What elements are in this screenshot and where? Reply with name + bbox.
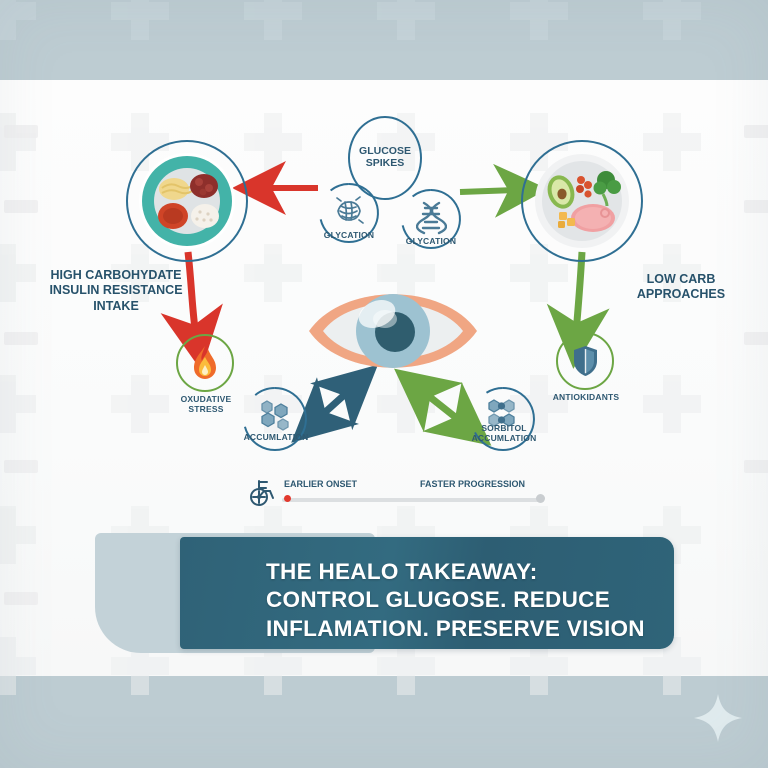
molecule-cluster-icon: [261, 400, 289, 431]
label-line: INTAKE: [93, 298, 139, 313]
sparkle-icon: [694, 694, 742, 742]
slider-track[interactable]: [282, 498, 544, 502]
arrow-lowcarb-to-antioxidants: [546, 251, 610, 369]
label-line: OXUDATIVE: [180, 394, 232, 404]
takeaway-banner: [180, 537, 674, 649]
label-glycation-right: GLYCATION: [405, 236, 457, 246]
node-ring: [400, 189, 461, 249]
label-glycation-left: GLYCATION: [323, 230, 375, 240]
slider-label-right: FASTER PROGRESSION: [420, 479, 526, 489]
node-ring: [318, 183, 379, 243]
arrow-eye-sorbitol: [394, 368, 492, 446]
slider-knob-start[interactable]: [284, 495, 291, 502]
takeaway-banner-text: THE HEALO TAKEAWAY: CONTROL GLUGOSE. RED…: [266, 558, 666, 643]
slider-knob-end[interactable]: [536, 494, 545, 503]
label-line: HIGH CARBOHYDATE: [50, 268, 182, 282]
node-antioxidants[interactable]: [556, 332, 614, 390]
node-eye[interactable]: [303, 272, 483, 390]
label-low-carb-approaches: LOW CARB APPROACHES: [596, 272, 766, 303]
node-low-carb-plate[interactable]: [521, 140, 643, 262]
label-line: SORBITOL: [481, 423, 527, 433]
label-high-carb-intake: HIGH CARBOHYDATE INSULIN RESISTANCE INTA…: [24, 268, 208, 314]
label-line: GLUCOSE: [359, 145, 411, 158]
label-line: LOW CARB: [646, 272, 716, 286]
banner-line-2: CONTROL GLUGOSE. REDUCE: [266, 587, 611, 613]
node-glycation-right[interactable]: [400, 188, 462, 250]
label-line: STRESS: [188, 403, 224, 414]
shield-icon: [574, 346, 597, 376]
node-ring: [348, 116, 422, 200]
wheelchair-accessibility-icon: [250, 480, 274, 506]
label-line: INSULIN RESISTANCE: [49, 283, 183, 298]
label-sorbitol-accumulation: SORBITOL ACCUMLATION: [456, 423, 552, 443]
node-ring: [126, 140, 248, 262]
label-line: ACCUMLATION: [471, 432, 537, 443]
progression-slider[interactable]: EARLIER ONSET FASTER PROGRESSION: [248, 474, 548, 508]
label-oxidative-stress: OXUDATIVE STRESS: [160, 394, 252, 414]
tangled-protein-icon: [336, 196, 364, 224]
banner-line-1: THE HEALO TAKEAWAY:: [266, 559, 538, 584]
bottom-band: [0, 676, 768, 768]
flame-icon: [194, 346, 216, 379]
label-line: SPIKES: [365, 157, 405, 169]
node-glycation-left[interactable]: [318, 182, 380, 244]
arrow-highcarb-to-oxidative: [160, 251, 223, 371]
dna-helix-icon: [416, 201, 447, 235]
label-glucose-spikes: GLUCOSE SPIKES: [348, 116, 422, 200]
slider-label-left: EARLIER ONSET: [284, 479, 358, 489]
arrow-accumulation-eye: [291, 364, 379, 443]
label-antioxidants: ANTIOKIDANTS: [552, 392, 620, 402]
node-high-carb-plate[interactable]: [126, 140, 248, 262]
node-ring: [521, 140, 643, 262]
eye-icon: [309, 294, 477, 368]
arrow-glycation-to-lowcarb: [459, 163, 548, 218]
label-accumulation: ACCUMLATION: [243, 432, 309, 442]
node-glucose-spikes[interactable]: [348, 116, 422, 200]
label-line: APPROACHES: [636, 287, 726, 302]
node-oxidative-stress[interactable]: [176, 334, 234, 392]
banner-line-3: INFLAMATION. PRESERVE VISION: [266, 615, 645, 641]
